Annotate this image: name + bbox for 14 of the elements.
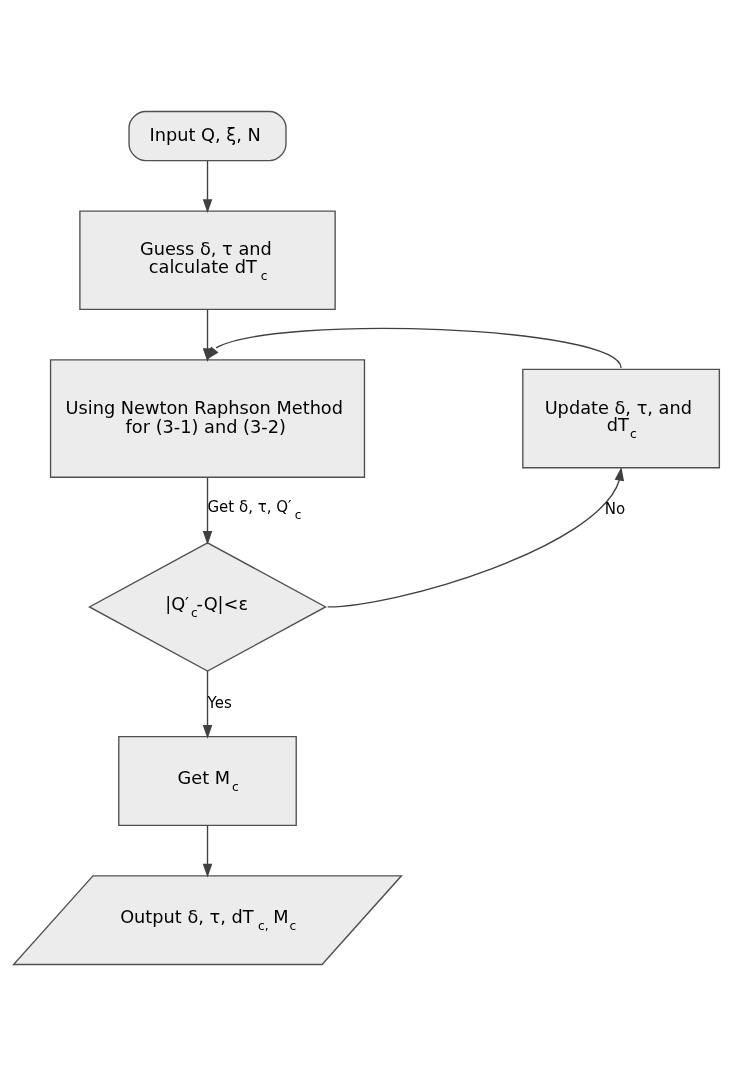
arrow [202, 824, 213, 878]
arrow [326, 467, 625, 608]
node-box: Get M$_{c}$ [118, 735, 297, 826]
arrow [202, 670, 213, 739]
node-box: Guess δ, τ and calculate dT$_{c}$ [79, 210, 336, 311]
node-box: Using Newton Raphson Method for (3-1) and (3-2) [49, 359, 366, 478]
node-box: Update δ, τ, and dT$_{c}$ [522, 368, 721, 469]
node-box: Input Q, ξ, N [128, 110, 287, 162]
arrow [206, 327, 622, 369]
edge-label: No [604, 499, 626, 518]
edge-label: Get δ, τ, Q′$_{c}$ [207, 498, 302, 523]
arrow [202, 160, 213, 213]
node-diamond: |Q′$_{c}$-Q|<ε [88, 542, 327, 672]
arrow [202, 477, 213, 545]
